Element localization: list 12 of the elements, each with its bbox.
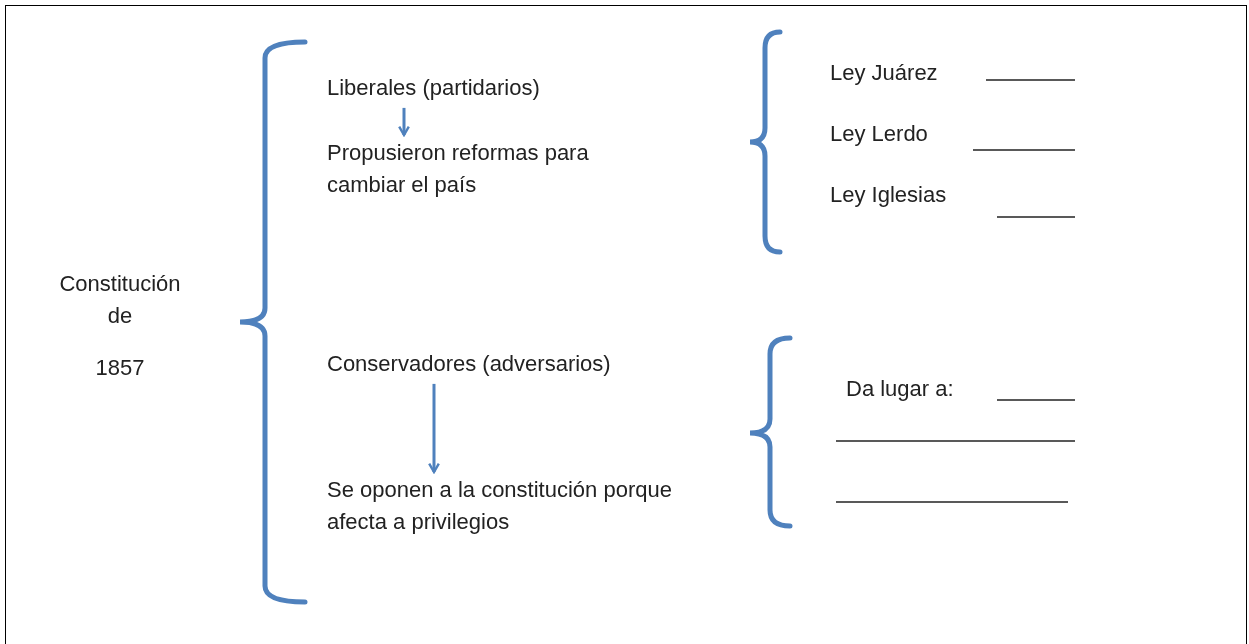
node-text: Se oponen a la constitución porque afecta a privilegios <box>327 476 673 536</box>
arrow <box>398 107 410 137</box>
node-text: Propusieron reformas para cambiar el país <box>327 139 590 199</box>
text-label: Ley Juárez <box>830 59 938 87</box>
node-text: Constitución de <box>58 270 182 330</box>
node-text: 1857 <box>95 353 145 382</box>
text-label: Ley Lerdo <box>830 120 928 148</box>
text-label: Da lugar a: <box>846 375 954 403</box>
text-label: Ley Iglesias <box>830 181 947 209</box>
node-text: Conservadores (adversarios) <box>327 350 612 378</box>
node-text: Liberales (partidarios) <box>327 74 541 102</box>
arrow <box>428 383 440 474</box>
